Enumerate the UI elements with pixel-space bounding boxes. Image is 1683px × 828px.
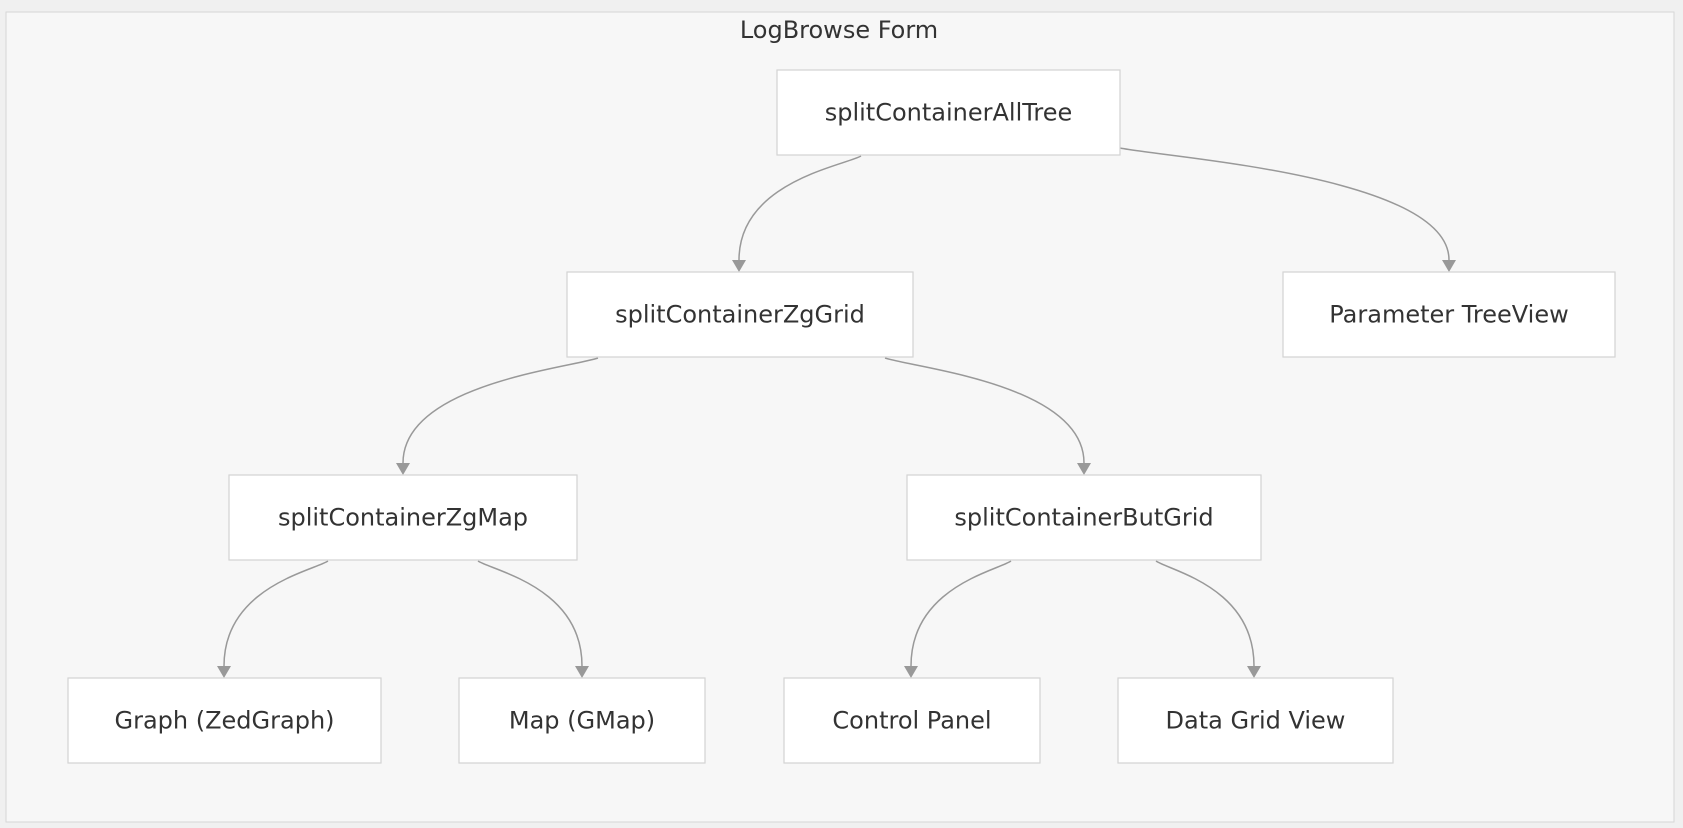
node-map: Map (GMap) bbox=[458, 677, 706, 764]
arrowhead-zgGrid bbox=[732, 260, 746, 272]
edge-zgGrid-to-zgMap bbox=[402, 357, 599, 464]
edge-allTree-to-zgGrid bbox=[738, 155, 862, 261]
node-box bbox=[783, 677, 1041, 764]
node-label: Control Panel bbox=[832, 707, 991, 735]
node-label: Parameter TreeView bbox=[1329, 301, 1568, 329]
node-box bbox=[1282, 271, 1616, 358]
node-label: splitContainerButGrid bbox=[954, 504, 1213, 532]
node-butGrid: splitContainerButGrid bbox=[906, 474, 1262, 561]
subgraph-title: LogBrowse Form bbox=[740, 16, 938, 44]
edge-zgGrid-to-butGrid bbox=[884, 357, 1085, 464]
node-label: Data Grid View bbox=[1166, 707, 1346, 735]
edge-allTree-to-paramTree bbox=[1119, 147, 1450, 261]
node-paramTree: Parameter TreeView bbox=[1282, 271, 1616, 358]
node-label: splitContainerZgMap bbox=[278, 504, 528, 532]
arrowhead-paramTree bbox=[1442, 260, 1456, 272]
node-allTree: splitContainerAllTree bbox=[776, 69, 1121, 156]
node-label: splitContainerAllTree bbox=[825, 99, 1073, 127]
node-label: Graph (ZedGraph) bbox=[114, 707, 334, 735]
edge-zgMap-to-graph bbox=[223, 560, 329, 667]
node-controlPanel: Control Panel bbox=[783, 677, 1041, 764]
node-box bbox=[458, 677, 706, 764]
edge-butGrid-to-dataGrid bbox=[1155, 560, 1255, 667]
node-box bbox=[776, 69, 1121, 156]
node-box bbox=[906, 474, 1262, 561]
node-label: Map (GMap) bbox=[509, 707, 655, 735]
node-label: splitContainerZgGrid bbox=[615, 301, 865, 329]
node-box bbox=[1117, 677, 1394, 764]
arrowhead-graph bbox=[217, 666, 231, 678]
edges-layer bbox=[217, 147, 1456, 678]
arrowhead-dataGrid bbox=[1247, 666, 1261, 678]
edge-butGrid-to-controlPanel bbox=[910, 560, 1012, 667]
node-zgMap: splitContainerZgMap bbox=[228, 474, 578, 561]
edge-zgMap-to-map bbox=[477, 560, 583, 667]
arrowhead-controlPanel bbox=[904, 666, 918, 678]
node-box bbox=[566, 271, 914, 358]
node-box bbox=[228, 474, 578, 561]
node-zgGrid: splitContainerZgGrid bbox=[566, 271, 914, 358]
arrowhead-butGrid bbox=[1077, 463, 1091, 475]
node-dataGrid: Data Grid View bbox=[1117, 677, 1394, 764]
nodes-layer: splitContainerAllTree splitContainerZgGri… bbox=[67, 69, 1616, 764]
arrowhead-map bbox=[575, 666, 589, 678]
node-graph: Graph (ZedGraph) bbox=[67, 677, 382, 764]
node-box bbox=[67, 677, 382, 764]
arrowhead-zgMap bbox=[396, 463, 410, 475]
